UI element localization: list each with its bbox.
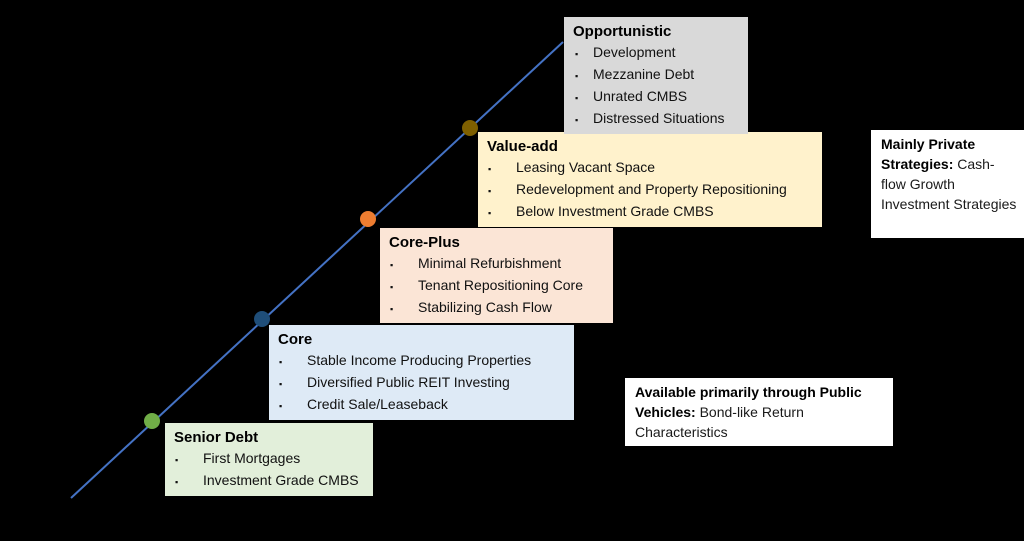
bullet-square-icon: ▪ — [575, 115, 579, 125]
bullet-text: Diversified Public REIT Investing — [307, 374, 510, 390]
bullet-text: Below Investment Grade CMBS — [516, 203, 714, 219]
bullet-item: ▪ Redevelopment and Property Repositioni… — [478, 179, 818, 201]
bullet-square-icon: ▪ — [575, 71, 579, 81]
bullet-text: Redevelopment and Property Repositioning — [516, 181, 787, 197]
bullet-text: Leasing Vacant Space — [516, 159, 656, 175]
bullet-square-icon: ▪ — [279, 379, 283, 389]
bullet-text: Stable Income Producing Properties — [307, 352, 532, 368]
note-lead-text: Mainly Private Strategies: — [881, 136, 976, 172]
bullet-text: Minimal Refurbishment — [418, 255, 562, 271]
note-rest-text: Bond-like Return Characteristics — [635, 404, 804, 440]
bullet-item: ▪ Development — [564, 42, 744, 64]
bullet-text: Mezzanine Debt — [593, 66, 695, 82]
bullet-item: ▪ Below Investment Grade CMBS — [478, 201, 818, 223]
bullet-item: ▪ First Mortgages — [165, 448, 369, 470]
stage-title-value-add: Value-add — [487, 138, 558, 155]
bullet-item: ▪ Investment Grade CMBS — [165, 470, 369, 492]
note-lead-text: Available primarily through Public Vehic… — [635, 384, 862, 420]
stage-box-senior-debt: Senior Debt ▪ First Mortgages ▪ Investme… — [165, 423, 373, 496]
value-add-dot — [462, 120, 478, 136]
bullet-item: ▪ Stabilizing Cash Flow — [380, 297, 609, 319]
bullet-square-icon: ▪ — [488, 164, 492, 174]
bullet-square-icon: ▪ — [390, 304, 394, 314]
bullet-square-icon: ▪ — [488, 186, 492, 196]
bullet-text: Tenant Repositioning Core — [418, 277, 583, 293]
bullet-item: ▪ Minimal Refurbishment — [380, 253, 609, 275]
stage-title-senior-debt: Senior Debt — [174, 429, 259, 446]
note-available-public-vehicles: Available primarily through Public Vehic… — [623, 376, 895, 448]
bullet-text: Development — [593, 44, 676, 60]
bullet-text: Distressed Situations — [593, 110, 725, 126]
bullet-text: Stabilizing Cash Flow — [418, 299, 552, 315]
bullet-square-icon: ▪ — [279, 401, 283, 411]
senior-debt-dot — [144, 413, 160, 429]
bullet-item: ▪ Stable Income Producing Properties — [269, 350, 570, 372]
bullet-item: ▪ Unrated CMBS — [564, 86, 744, 108]
stage-box-core-plus: Core-Plus ▪ Minimal Refurbishment ▪ Tena… — [380, 228, 613, 323]
note-mainly-private-strategies: Mainly Private Strategies: Cash-flow Gro… — [869, 128, 1024, 240]
note-rest-text: Cash-flow Growth Investment Strategies — [881, 156, 1017, 212]
bullet-text: Unrated CMBS — [593, 88, 688, 104]
bullet-item: ▪ Distressed Situations — [564, 108, 744, 130]
stage-box-opportunistic: Opportunistic ▪ Development ▪ Mezzanine … — [564, 17, 748, 134]
bullet-item: ▪ Credit Sale/Leaseback — [269, 394, 570, 416]
bullet-square-icon: ▪ — [175, 455, 179, 465]
bullet-square-icon: ▪ — [390, 260, 394, 270]
stage-title-core-plus: Core-Plus — [389, 234, 460, 251]
bullet-item: ▪ Leasing Vacant Space — [478, 157, 818, 179]
stage-box-value-add: Value-add ▪ Leasing Vacant Space ▪ Redev… — [478, 132, 822, 227]
bullet-item: ▪ Mezzanine Debt — [564, 64, 744, 86]
bullet-item: ▪ Diversified Public REIT Investing — [269, 372, 570, 394]
bullet-square-icon: ▪ — [390, 282, 394, 292]
bullet-square-icon: ▪ — [175, 477, 179, 487]
bullet-text: First Mortgages — [203, 450, 301, 466]
core-plus-dot — [360, 211, 376, 227]
bullet-square-icon: ▪ — [279, 357, 283, 367]
bullet-square-icon: ▪ — [575, 93, 579, 103]
bullet-square-icon: ▪ — [488, 208, 492, 218]
bullet-text: Credit Sale/Leaseback — [307, 396, 448, 412]
bullet-square-icon: ▪ — [575, 49, 579, 59]
stage-title-core: Core — [278, 331, 313, 348]
bullet-item: ▪ Tenant Repositioning Core — [380, 275, 609, 297]
stage-box-core: Core ▪ Stable Income Producing Propertie… — [269, 325, 574, 420]
core-dot — [254, 311, 270, 327]
bullet-text: Investment Grade CMBS — [203, 472, 359, 488]
stage-title-opportunistic: Opportunistic — [573, 23, 672, 40]
